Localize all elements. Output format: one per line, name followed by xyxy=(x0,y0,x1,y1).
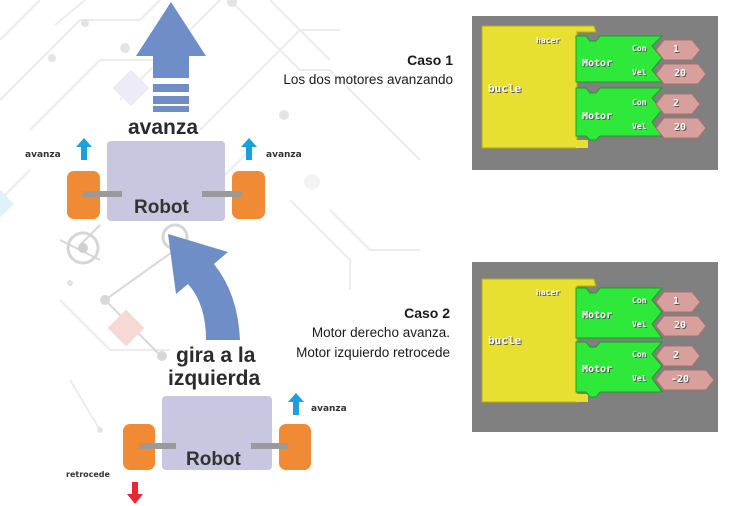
forward-arrow-icon xyxy=(76,138,92,160)
case1-motor1-label: Motor xyxy=(582,58,613,69)
case1-program-panel: hacer bucle Motor Con Vel 1 20 Motor Con… xyxy=(472,16,718,170)
case1-action-label: avanza xyxy=(128,116,199,139)
case1-loop-label: bucle xyxy=(488,82,522,95)
case1-value-con-2 xyxy=(655,93,701,115)
case1-do-label: hacer xyxy=(536,36,561,45)
case1-motor2-con-value[interactable]: 2 xyxy=(673,98,680,109)
turn-left-arrow-icon xyxy=(168,234,240,340)
case2-motor1-vel-label: Vel xyxy=(632,320,647,329)
case2-motor1-con-value[interactable]: 1 xyxy=(673,296,680,307)
case1-title: Caso 1 xyxy=(407,52,453,68)
forward-arrow-icon xyxy=(288,393,304,415)
case2-program-panel: hacer bucle Motor Con Vel 1 20 Motor Con… xyxy=(472,262,718,432)
case2-action-label: gira a la xyxy=(176,344,255,367)
case2-block-shapes xyxy=(481,278,715,403)
forward-big-arrow-icon xyxy=(136,2,206,112)
case1-value-con-1 xyxy=(655,39,701,61)
case2-caption: Caso 2 Motor derecho avanza. Motor izqui… xyxy=(250,303,450,363)
case2-value-vel-2 xyxy=(655,369,715,391)
case2-motor2-con-label: Con xyxy=(632,350,647,359)
case1-value-vel-1 xyxy=(655,63,707,85)
case2-loop-block xyxy=(481,278,597,403)
case1-loop-block xyxy=(481,25,597,149)
case2-left-wheel-label: retrocede xyxy=(66,470,110,479)
case1-left-axle xyxy=(83,191,122,197)
case1-motor1-vel-label: Vel xyxy=(632,68,647,77)
case2-value-vel-1 xyxy=(655,315,707,337)
case2-motor1-con-label: Con xyxy=(632,296,647,305)
case2-title: Caso 2 xyxy=(404,305,450,321)
case1-description: Los dos motores avanzando xyxy=(283,72,453,87)
case2-robot-label: Robot xyxy=(186,449,241,470)
case1-left-wheel-label: avanza xyxy=(25,150,61,160)
case2-right-wheel-label: avanza xyxy=(311,404,347,414)
case2-robot-body xyxy=(162,396,272,470)
case2-description-line2: Motor izquierdo retrocede xyxy=(296,345,450,360)
case1-motor2-label: Motor xyxy=(582,111,613,122)
forward-arrow-icon xyxy=(241,138,257,160)
case2-motor2-vel-label: Vel xyxy=(632,374,647,383)
case1-motor2-vel-value[interactable]: 20 xyxy=(674,122,687,133)
case1-motor-block-2 xyxy=(575,87,664,141)
case2-action-label-line1: gira a la xyxy=(176,344,256,367)
case1-right-axle xyxy=(202,191,242,197)
case2-motor1-vel-value[interactable]: 20 xyxy=(674,320,687,331)
case1-caption: Caso 1 Los dos motores avanzando xyxy=(250,50,453,90)
case1-motor1-vel-value[interactable]: 20 xyxy=(674,68,687,79)
reverse-arrow-icon xyxy=(127,482,143,504)
case2-value-con-1 xyxy=(655,291,701,313)
case2-action-label-line2: izquierda xyxy=(168,367,261,390)
case2-motor-block-1 xyxy=(575,287,664,339)
case1-motor1-con-label: Con xyxy=(632,44,647,53)
case1-motor2-con-label: Con xyxy=(632,98,647,107)
case1-robot-body xyxy=(107,141,225,221)
case1-right-wheel-label: avanza xyxy=(266,150,302,160)
case2-value-con-2 xyxy=(655,345,701,367)
case2-left-axle xyxy=(139,443,176,449)
case1-motor2-vel-label: Vel xyxy=(632,122,647,131)
case1-block-shapes xyxy=(481,25,707,149)
case1-motor-block-1 xyxy=(575,35,664,83)
case2-do-label: hacer xyxy=(536,288,561,297)
case2-motor-block-2 xyxy=(575,341,664,398)
case2-loop-label: bucle xyxy=(488,334,522,347)
case2-motor1-label: Motor xyxy=(582,310,613,321)
case2-motor2-vel-value[interactable]: -20 xyxy=(671,374,690,385)
case1-motor1-con-value[interactable]: 1 xyxy=(673,44,680,55)
case2-description-line1: Motor derecho avanza. xyxy=(311,325,450,340)
case2-right-axle xyxy=(251,443,288,449)
case2-motor2-con-value[interactable]: 2 xyxy=(673,350,680,361)
case1-robot-label: Robot xyxy=(134,197,189,218)
case1-value-vel-2 xyxy=(655,117,707,139)
case2-motor2-label: Motor xyxy=(582,364,613,375)
